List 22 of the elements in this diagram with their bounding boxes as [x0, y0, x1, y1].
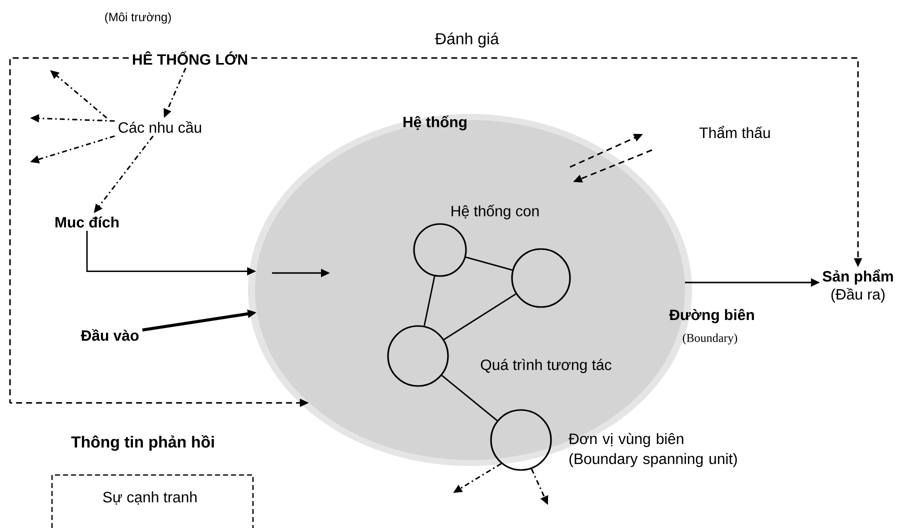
- node-label: Các nhu cầu: [118, 121, 202, 133]
- connector-line: [466, 256, 512, 271]
- dashed-box: Sự cạnh tranh: [51, 474, 254, 528]
- node-label: Đầu vào: [80, 329, 139, 341]
- text-label: (Boundary): [682, 334, 738, 344]
- edge-label: Thông tin phản hồi: [71, 435, 214, 451]
- output-text: Sản phẩm (Đầu ra): [822, 269, 893, 303]
- text-label: Quá trình tương tác: [480, 358, 612, 374]
- subsystem-circle: [387, 325, 449, 387]
- subsystem-circle: [413, 223, 467, 277]
- connector-line: [424, 276, 436, 326]
- edge-label: Đánh giá: [435, 32, 499, 48]
- subsystem-circle: [511, 248, 571, 308]
- connector-line: [444, 293, 516, 340]
- node-label: Muc đích: [56, 216, 119, 228]
- caption-text: (Môi trường): [105, 12, 171, 24]
- node-label: HÊ THỐNG LỚN: [132, 51, 248, 65]
- connector-line: [441, 374, 498, 422]
- text-label: Hệ thống con: [452, 204, 539, 220]
- text-label: Đường biên: [669, 308, 754, 324]
- caption-text: Đơn vị vùng biên (Boundary spanning unit): [568, 432, 737, 468]
- text-label: Thẩm thấu: [699, 126, 770, 138]
